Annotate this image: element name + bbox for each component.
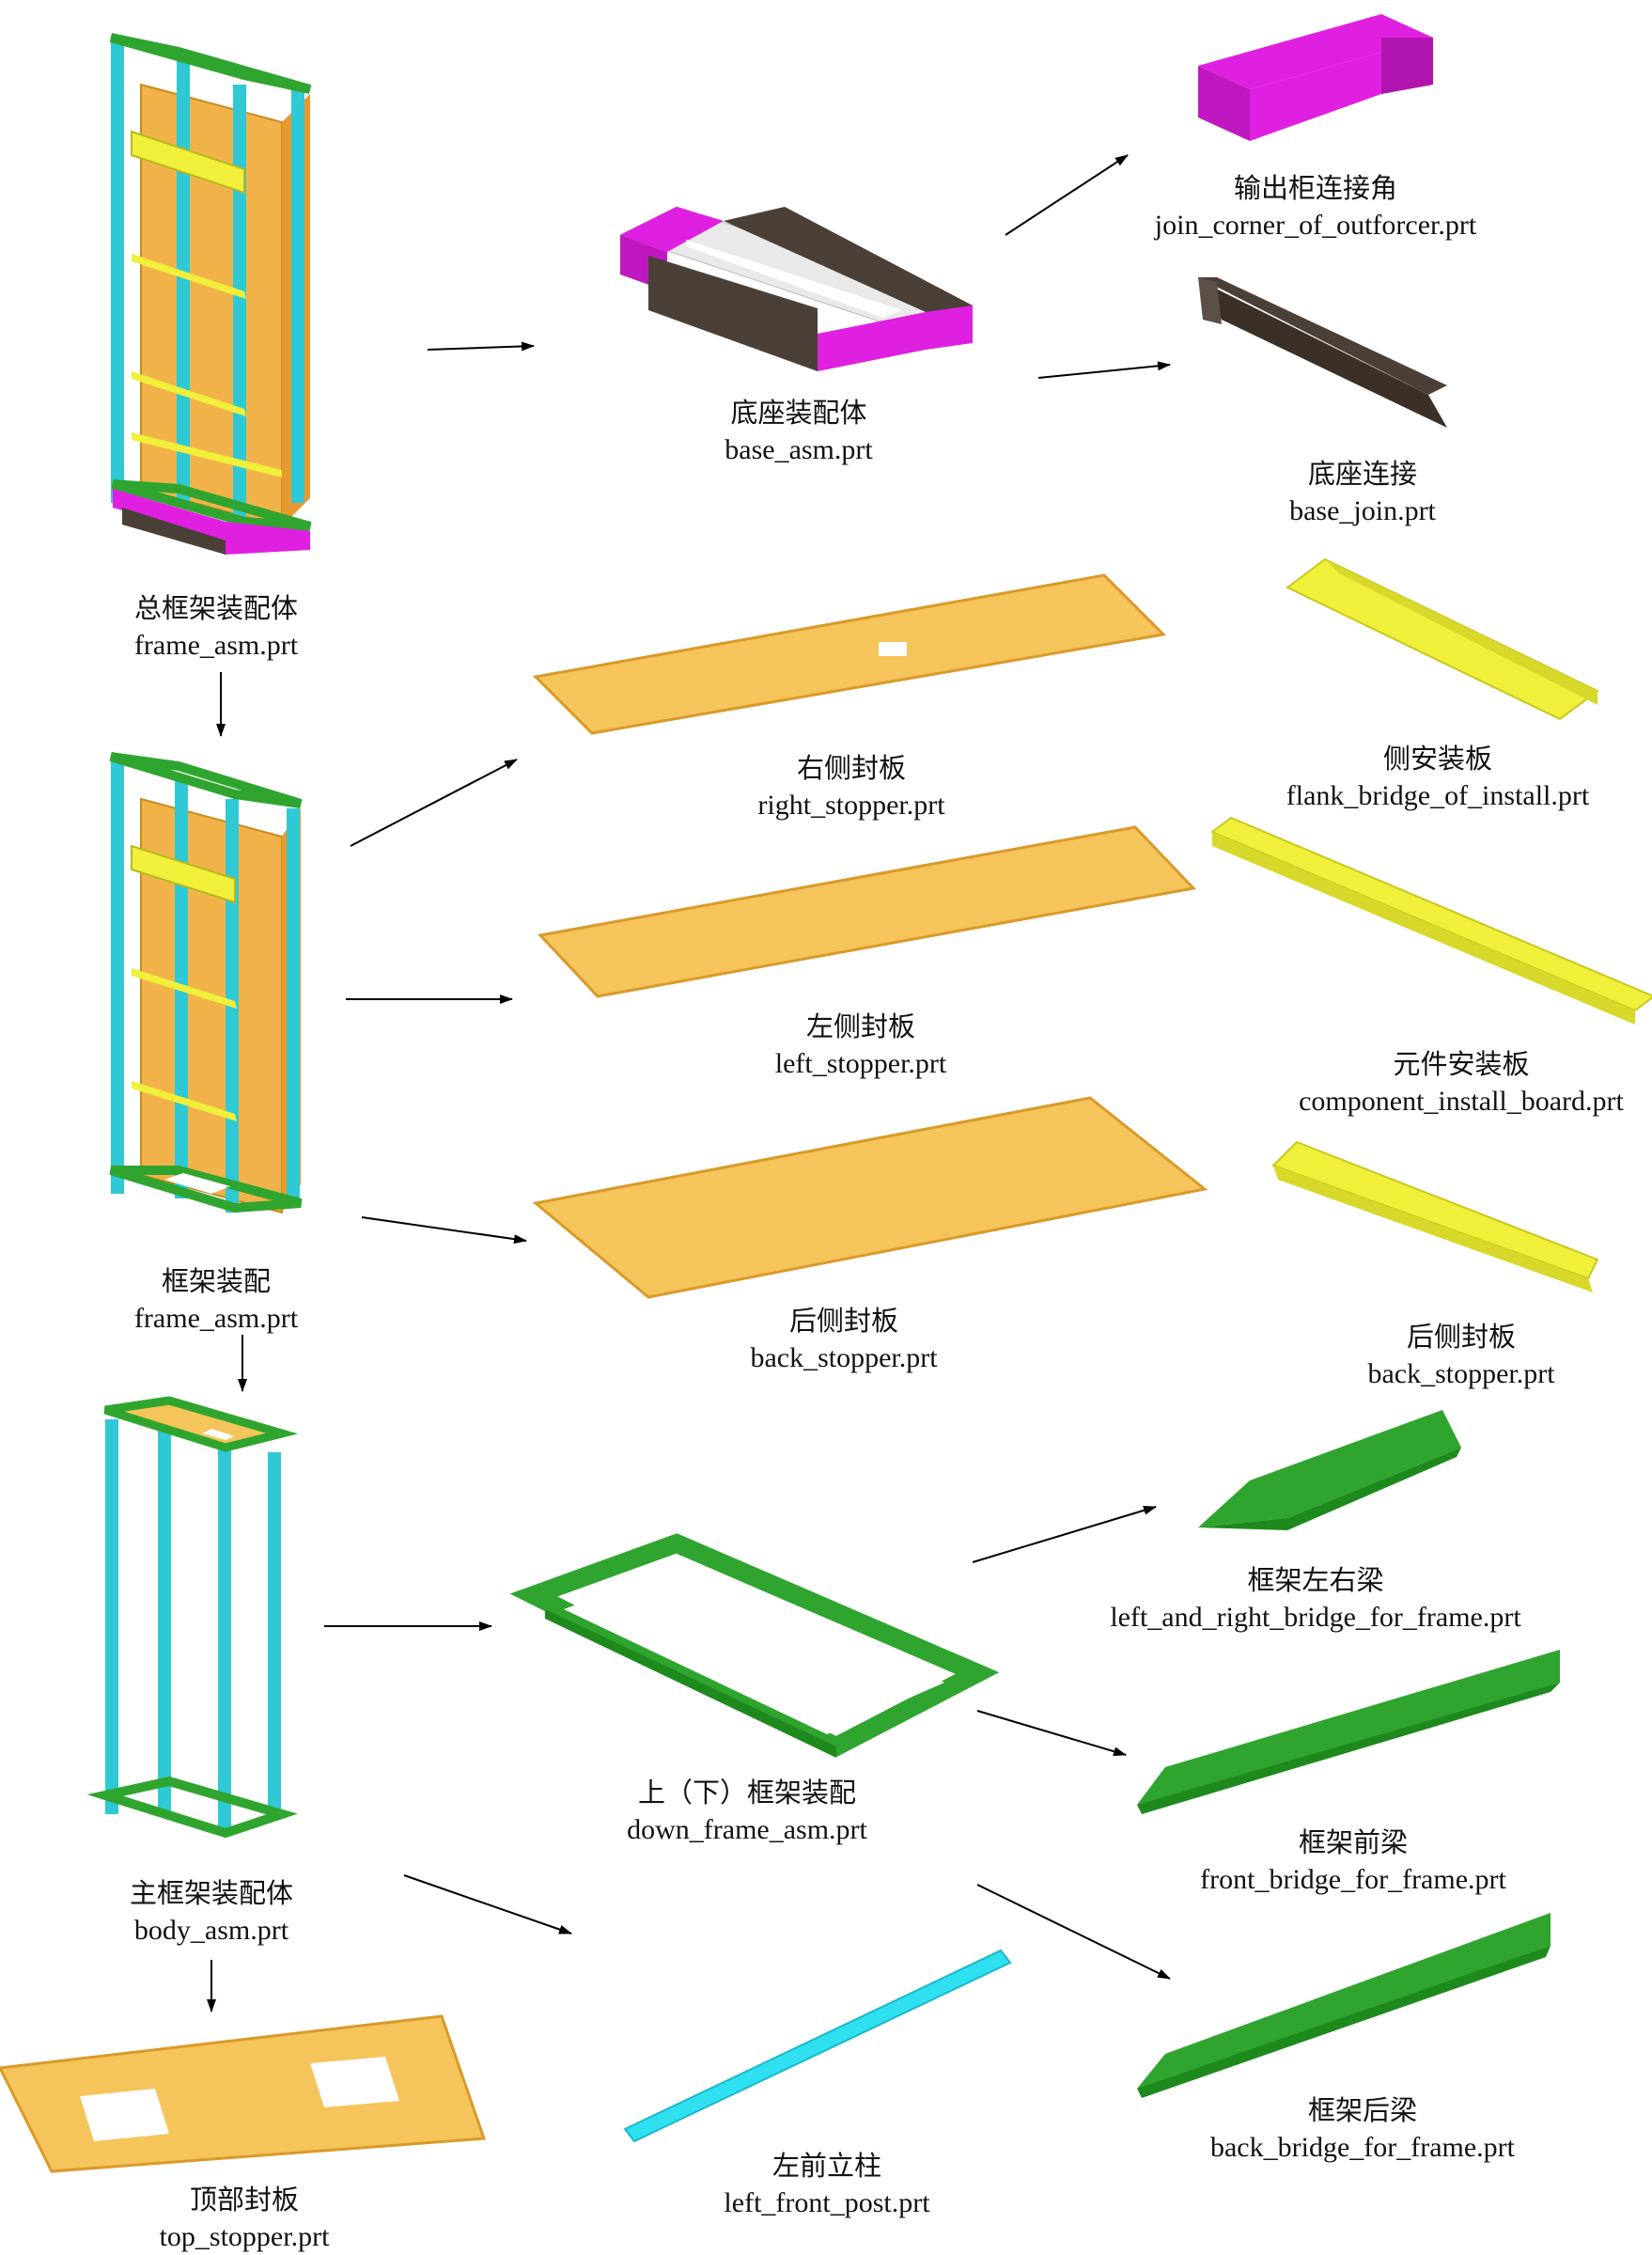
label-right-stopper: 右侧封板 right_stopper.prt — [710, 750, 992, 823]
label-base-join-cn: 底座连接 — [1307, 458, 1417, 490]
label-base-asm: 底座装配体 base_asm.prt — [658, 395, 940, 468]
label-back-bridge: 框架后梁 back_bridge_for_frame.prt — [1175, 2092, 1551, 2166]
component-board-model — [1210, 816, 1652, 1025]
lr-bridge-model — [1198, 1410, 1461, 1530]
arrows — [207, 154, 1171, 2012]
flank-bridge-model — [1286, 557, 1599, 721]
label-right-stopper-cn: 右侧封板 — [796, 752, 906, 784]
label-back-stopper-cn: 后侧封板 — [788, 1305, 898, 1337]
label-frame-asm-total: 总框架装配体 frame_asm.prt — [75, 590, 357, 664]
label-flank-bridge-en: flank_bridge_of_install.prt — [1286, 780, 1590, 811]
label-back-bridge-cn: 框架后梁 — [1307, 2094, 1417, 2126]
base-join-model — [1198, 277, 1447, 428]
join-corner-model — [1198, 14, 1433, 141]
label-lr-bridge: 框架左右梁 left_and_right_bridge_for_frame.pr… — [1081, 1562, 1551, 1636]
label-left-front-post: 左前立柱 left_front_post.prt — [686, 2148, 968, 2221]
back-stopper2-model — [1271, 1140, 1599, 1292]
label-top-stopper: 顶部封板 top_stopper.prt — [103, 2182, 385, 2255]
label-base-join-en: base_join.prt — [1289, 495, 1436, 526]
arrow-base-to-base-join — [1037, 361, 1171, 379]
arrow-down-frame-to-lr-bridge — [972, 1505, 1157, 1563]
base-asm-model — [618, 206, 974, 371]
label-flank-bridge: 侧安装板 flank_bridge_of_install.prt — [1250, 741, 1626, 814]
label-frame-asm-en: frame_asm.prt — [133, 1303, 299, 1334]
label-down-frame-cn: 上（下）框架装配 — [637, 1777, 856, 1809]
body-asm-model — [86, 1396, 299, 1839]
label-top-stopper-cn: 顶部封板 — [189, 2184, 299, 2216]
right-stopper-model — [532, 573, 1167, 735]
label-component-board: 元件安装板 component_install_board.prt — [1264, 1046, 1652, 1120]
arrow-down-frame-to-front-bridge — [976, 1710, 1127, 1757]
label-top-stopper-en: top_stopper.prt — [159, 2221, 330, 2252]
label-front-bridge-cn: 框架前梁 — [1298, 1826, 1408, 1858]
label-frame-asm-cn: 框架装配 — [161, 1265, 271, 1297]
label-base-asm-cn: 底座装配体 — [730, 397, 867, 429]
label-base-join: 底座连接 base_join.prt — [1222, 456, 1504, 529]
label-back-stopper-en: back_stopper.prt — [750, 1342, 938, 1373]
arrow-frame-to-right-stopper — [350, 759, 518, 847]
label-left-stopper: 左侧封板 left_stopper.prt — [720, 1009, 1002, 1082]
top-stopper-model — [0, 2014, 487, 2173]
label-right-stopper-en: right_stopper.prt — [757, 790, 945, 821]
label-lr-bridge-en: left_and_right_bridge_for_frame.prt — [1110, 1602, 1521, 1633]
label-frame-asm: 框架装配 frame_asm.prt — [75, 1263, 357, 1337]
label-lr-bridge-cn: 框架左右梁 — [1247, 1564, 1384, 1596]
arrow-body-to-left-front-post — [403, 1874, 572, 1934]
label-component-board-en: component_install_board.prt — [1299, 1086, 1624, 1117]
label-base-asm-en: base_asm.prt — [725, 434, 873, 465]
label-join-corner-cn: 输出柜连接角 — [1233, 172, 1397, 204]
label-body-asm-cn: 主框架装配体 — [129, 1877, 293, 1909]
arrow-frame-to-base — [427, 341, 535, 352]
label-join-corner: 输出柜连接角 join_corner_of_outforcer.prt — [1109, 170, 1522, 243]
back-bridge-model — [1137, 1913, 1551, 2098]
label-back-stopper2-en: back_stopper.prt — [1367, 1358, 1555, 1389]
label-frame-asm-total-cn: 总框架装配体 — [133, 592, 298, 624]
front-bridge-model — [1137, 1650, 1560, 1814]
label-left-front-post-en: left_front_post.prt — [724, 2187, 930, 2218]
back-stopper-model — [532, 1096, 1208, 1299]
label-front-bridge-en: front_bridge_for_frame.prt — [1200, 1864, 1506, 1895]
label-left-stopper-cn: 左侧封板 — [805, 1010, 915, 1042]
label-flank-bridge-cn: 侧安装板 — [1382, 743, 1492, 775]
label-left-stopper-en: left_stopper.prt — [774, 1048, 947, 1079]
label-back-bridge-en: back_bridge_for_frame.prt — [1209, 2132, 1516, 2163]
down-frame-model — [509, 1533, 1000, 1758]
label-left-front-post-cn: 左前立柱 — [771, 2150, 881, 2182]
arrow-frame-to-back-stopper — [361, 1216, 527, 1245]
label-component-board-cn: 元件安装板 — [1393, 1048, 1530, 1080]
label-back-stopper2-cn: 后侧封板 — [1406, 1321, 1516, 1353]
label-frame-asm-total-en: frame_asm.prt — [133, 630, 299, 661]
label-body-asm: 主框架装配体 body_asm.prt — [70, 1875, 352, 1949]
frame-asm-total-model — [109, 33, 312, 555]
arrow-base-to-join-corner — [1005, 154, 1129, 236]
frame-asm-model — [109, 752, 303, 1214]
label-back-stopper2: 后侧封板 back_stopper.prt — [1320, 1319, 1602, 1392]
label-join-corner-en: join_corner_of_outforcer.prt — [1154, 210, 1477, 241]
label-front-bridge: 框架前梁 front_bridge_for_frame.prt — [1165, 1824, 1541, 1898]
left-front-post-model — [623, 1949, 1012, 2143]
label-back-stopper: 后侧封板 back_stopper.prt — [703, 1303, 985, 1376]
arrow-down-frame-to-back-bridge — [976, 1884, 1171, 1980]
label-down-frame: 上（下）框架装配 down_frame_asm.prt — [592, 1775, 902, 1848]
left-stopper-model — [538, 825, 1197, 998]
label-body-asm-en: body_asm.prt — [133, 1915, 289, 1946]
label-down-frame-en: down_frame_asm.prt — [627, 1814, 867, 1845]
